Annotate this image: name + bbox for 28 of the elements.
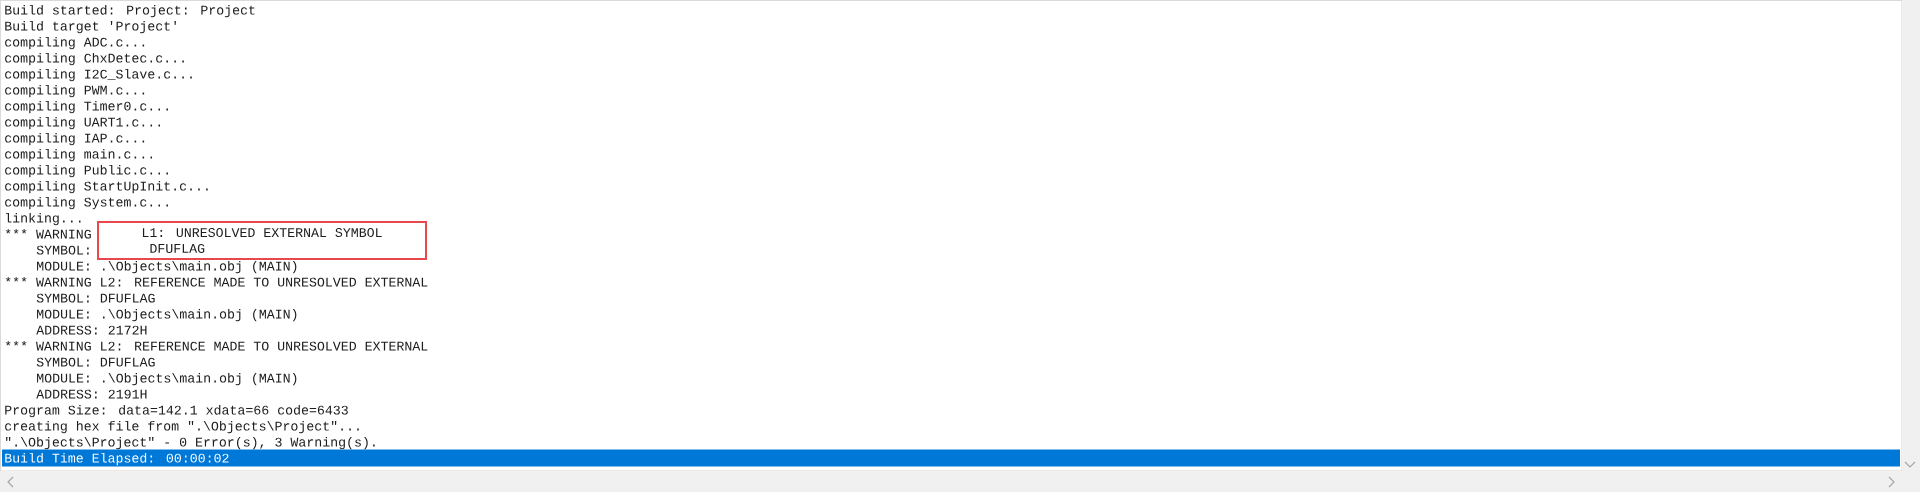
output-line: compiling System.c... — [5, 196, 168, 210]
output-line: linking... — [5, 212, 81, 226]
output-line: SYMBOL: DFUFLAG — [36, 293, 155, 303]
output-line: ".\Objects\Project" - 0 Error(s), 3 Warning(s). — [6, 436, 375, 450]
output-line: *** WARNING L2: REFERENCE MADE TO UNRESOLVED EXTERNAL — [5, 340, 428, 351]
output-line: *** WARNING L2: REFERENCE MADE TO UNRESOLVED EXTERNAL — [5, 276, 428, 287]
output-line: creating hex file from ".\Objects\Project"... — [5, 420, 359, 434]
output-line: MODULE: .\Objects\main.obj (MAIN) — [37, 260, 297, 274]
output-line: MODULE: .\Objects\main.obj (MAIN) — [37, 308, 297, 322]
output-line: compiling ADC.c... — [5, 36, 145, 50]
output-line: compiling UART1.c... — [5, 116, 160, 130]
output-line: Build target 'Project' — [5, 20, 176, 34]
output-line: compiling PWM.c... — [5, 84, 145, 98]
highlight-box: L1: UNRESOLVED EXTERNAL SYMBOL DFUFLAG — [97, 221, 427, 260]
output-line: compiling Timer0.c... — [5, 100, 168, 114]
output-line: MODULE: .\Objects\main.obj (MAIN) — [37, 372, 297, 386]
output-line: compiling IAP.c... — [5, 132, 145, 146]
output-line: compiling ChxDetec.c... — [5, 52, 184, 66]
output-line: Build Time Elapsed: 00:00:02 — [5, 452, 229, 466]
output-line: compiling StartUpInit.c... — [5, 180, 208, 194]
output-line: compiling I2C_Slave.c... — [5, 68, 192, 82]
output-line: compiling Public.c... — [5, 164, 168, 178]
output-line: ADDRESS: 2191H — [36, 389, 147, 399]
output-line: SYMBOL: DFUFLAG — [36, 357, 155, 367]
output-line: Build started: Project: Project — [5, 4, 255, 18]
output-line: Program Size: data=142.1 xdata=66 code=6433 — [5, 404, 348, 418]
output-line: compiling main.c... — [5, 148, 153, 162]
output-line: ADDRESS: 2172H — [36, 325, 147, 335]
